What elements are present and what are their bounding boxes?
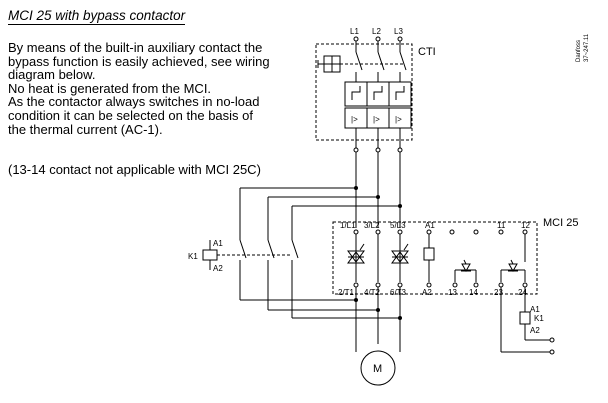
bypass-coil-name: K1 [188, 252, 198, 261]
bypass-coil-a1: A1 [213, 239, 223, 248]
mci-bottom-terminal: A2 [422, 288, 432, 297]
svg-text:|>: |> [395, 115, 402, 124]
description-line: condition it can be selected on the basi… [8, 107, 253, 123]
mci-bottom-terminal: 2/T1 [338, 288, 355, 297]
description-line: diagram below. [8, 67, 96, 83]
description-line: the thermal current (AC-1). [8, 121, 163, 137]
mci-bottom-terminal: 24 [518, 288, 527, 297]
note-paragraph: (13-14 contact not applicable with MCI 2… [8, 162, 261, 177]
mci25-soft-starter: MCI 25 1/L1 3/L2 5/L3 A1 11 12 [332, 217, 578, 297]
mci-bottom-terminal: 6/T3 [390, 288, 407, 297]
svg-text:|>: |> [373, 115, 380, 124]
description-line: bypass function is easily achieved, see … [8, 53, 270, 69]
cti-motor-protector: CTI [315, 41, 436, 148]
corner-stamp-line-1: Danfoss [576, 40, 582, 62]
mci-top-terminal: 5/L3 [390, 221, 406, 230]
supply-label-l3: L3 [394, 27, 403, 36]
motor: M [360, 350, 396, 386]
supply-label-l1: L1 [350, 27, 359, 36]
corner-stamp-line-2: 37~247.11 [584, 33, 590, 62]
mci-top-terminal: 1/L1 [340, 221, 356, 230]
description-line: By means of the built-in auxiliary conta… [8, 40, 263, 55]
svg-text:|>: |> [351, 115, 358, 124]
bypass-coil-a2: A2 [213, 264, 223, 273]
motor-label: M [373, 363, 382, 375]
cti-label: CTI [418, 46, 436, 58]
mci-top-terminal: 11 [497, 221, 506, 230]
mci-bottom-terminal: 23 [494, 288, 503, 297]
motor-wiring [240, 287, 402, 352]
relay-coil-a2: A2 [530, 326, 540, 335]
description-line: As the contactor always switches in no-l… [8, 94, 260, 110]
mci-bottom-terminal: 14 [469, 288, 478, 297]
bypass-contactor-k1: A1 A2 K1 [188, 239, 299, 318]
mci-label: MCI 25 [543, 217, 578, 229]
supply-wiring [239, 152, 402, 240]
cti-output-terminals [353, 147, 403, 153]
mci-top-terminal: 3/L2 [364, 221, 380, 230]
relay-coil-a1: A1 [530, 305, 540, 314]
description-line: No heat is generated from the MCI. [8, 80, 212, 96]
supply-terminals [353, 36, 403, 42]
mci-bottom-terminal: 13 [448, 288, 457, 297]
supply-label-l2: L2 [372, 27, 381, 36]
description-paragraph: By means of the built-in auxiliary conta… [8, 41, 298, 136]
relay-coil-name: K1 [534, 314, 544, 323]
mci-bottom-terminal: 4/T2 [364, 288, 381, 297]
section-heading: MCI 25 with bypass contactor [8, 8, 186, 25]
mci-top-terminal: 12 [521, 221, 530, 230]
mci-top-terminal: A1 [425, 221, 435, 230]
bypass-relay-circuit: A1 K1 A2 [500, 287, 555, 355]
